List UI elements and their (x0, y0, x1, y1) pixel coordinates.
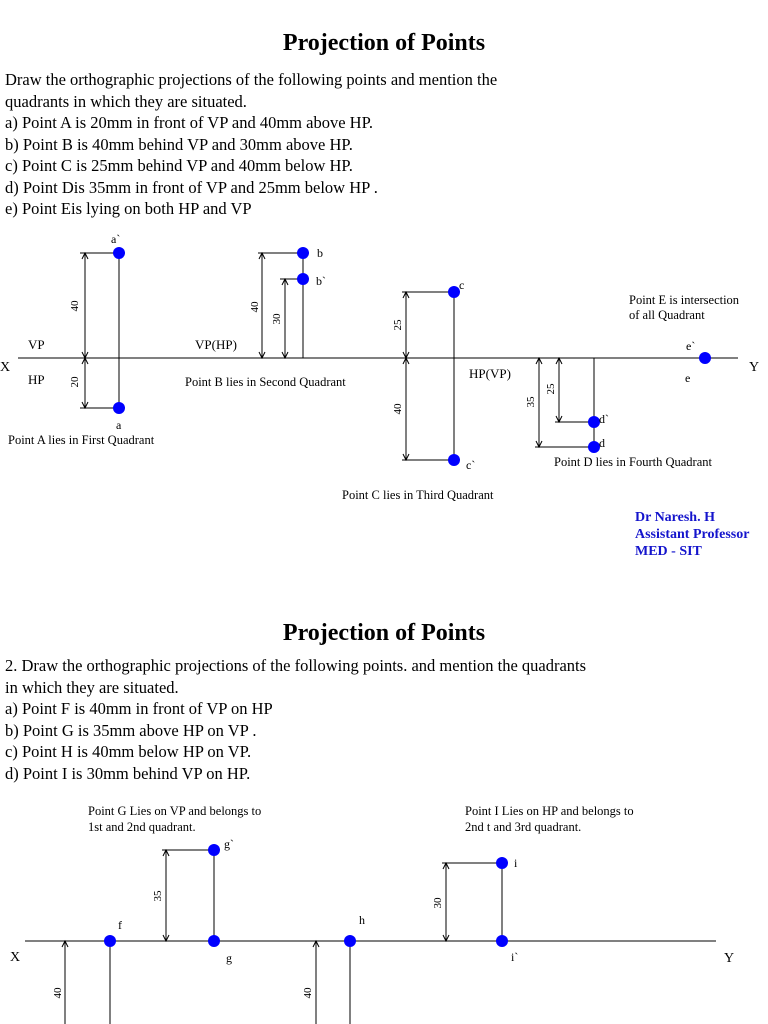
intro-line: 2. Draw the orthographic projections of … (5, 656, 587, 675)
caption-i-line2: 2nd t and 3rd quadrant. (465, 820, 581, 834)
caption-c: Point C lies in Third Quadrant (342, 488, 494, 502)
point-a-top-dot (113, 247, 125, 259)
point-d-top-dot (588, 416, 600, 428)
intro-line: quadrants in which they are situated. (5, 91, 247, 111)
dim-d-25: 25 (545, 383, 557, 395)
problem-2-text: 2. Draw the orthographic projections of … (5, 655, 586, 784)
point-g-top-label: g` (224, 837, 234, 851)
point-g-front-dot (208, 935, 220, 947)
point-b-front-dot (297, 247, 309, 259)
label-y: Y (749, 360, 759, 375)
point-f-label: f (118, 918, 122, 932)
point-b-top-dot (297, 273, 309, 285)
label-hp: HP (28, 372, 45, 387)
point-i-top-dot (496, 935, 508, 947)
point-h-dot (344, 935, 356, 947)
point-d-top-label: d` (599, 412, 609, 426)
point-a-group (80, 251, 120, 410)
point-e-dot (699, 352, 711, 364)
dim-h-40: 40 (302, 987, 314, 999)
diagram-2: X Y Point G Lies on VP and belongs to 1s… (10, 804, 734, 1024)
point-d-front-dot (588, 441, 600, 453)
point-b-top-label: b` (316, 274, 326, 288)
label-vp-hp: VP(HP) (195, 337, 237, 352)
point-b-front-label: b (317, 246, 323, 260)
diagram-1: X Y a` a 40 20 VP HP Point A lies in Fir… (0, 232, 759, 559)
caption-d: Point D lies in Fourth Quadrant (554, 455, 713, 469)
point-c-front-label: c` (466, 458, 475, 472)
point-i-front-dot (496, 857, 508, 869)
dim-b-40: 40 (249, 301, 261, 313)
label-vp: VP (28, 337, 45, 352)
point-a-front-label: a (116, 418, 122, 432)
label-x: X (10, 950, 20, 965)
label-x: X (0, 360, 10, 375)
point-i-front-label: i (514, 856, 518, 870)
point-c-front-dot (448, 454, 460, 466)
problem-item: b) Point B is 40mm behind VP and 30mm ab… (5, 134, 353, 154)
dim-f-40: 40 (52, 987, 64, 999)
page-title: Projection of Points (282, 30, 486, 56)
problem-item: b) Point G is 35mm above HP on VP . (5, 720, 257, 740)
point-i-top-label: i` (511, 950, 518, 964)
dim-c-40: 40 (392, 403, 404, 415)
caption-b: Point B lies in Second Quadrant (185, 375, 346, 389)
intro-line: in which they are situated. (5, 677, 179, 697)
dim-c-25: 25 (392, 319, 404, 331)
point-d-front-label: d (599, 436, 605, 450)
dim-b-30: 30 (271, 313, 283, 325)
problem-item: d) Point I is 30mm behind VP on HP. (5, 763, 251, 783)
point-g-front-label: g (226, 951, 232, 965)
point-e-top-label: e` (686, 339, 695, 353)
problem-item: c) Point C is 25mm behind VP and 40mm be… (5, 156, 353, 175)
point-e-front-label: e (685, 371, 690, 385)
problem-item: c) Point H is 40mm below HP on VP. (5, 742, 252, 761)
diagram-2-lines (61, 848, 503, 1024)
dim-a-20: 20 (69, 376, 81, 388)
point-a-front-dot (113, 402, 125, 414)
signature-name: Dr Naresh. H (635, 510, 715, 525)
caption-g-line2: 1st and 2nd quadrant. (88, 820, 196, 834)
problem-item: a) Point F is 40mm in front of VP on HP (5, 699, 273, 718)
point-h-label: h (359, 913, 365, 927)
point-f-dot (104, 935, 116, 947)
signature-dept: MED - SIT (635, 544, 703, 559)
section-2-title: Projection of Points (282, 620, 486, 646)
dim-a-40: 40 (69, 300, 81, 312)
problem-item: a) Point A is 20mm in front of VP and 40… (5, 113, 374, 132)
caption-i-line1: Point I Lies on HP and belongs to (465, 804, 634, 818)
point-a-top-label: a` (111, 232, 120, 246)
point-c-top-dot (448, 286, 460, 298)
label-hp-vp: HP(VP) (469, 366, 511, 381)
dim-d-35: 35 (525, 396, 537, 408)
problem-1-text: Draw the orthographic projections of the… (5, 69, 497, 220)
caption-e-line2: of all Quadrant (629, 308, 705, 322)
intro-line: Draw the orthographic projections of the… (5, 70, 498, 89)
caption-e-line1: Point E is intersection (629, 293, 740, 307)
label-y: Y (724, 951, 734, 966)
point-c-group (402, 290, 455, 462)
dim-g-35: 35 (152, 890, 164, 902)
problem-item: d) Point Dis 35mm in front of VP and 25m… (5, 177, 378, 197)
caption-a: Point A lies in First Quadrant (8, 433, 155, 447)
signature-title: Assistant Professor (635, 527, 749, 542)
problem-item: e) Point Eis lying on both HP and VP (5, 199, 252, 218)
caption-g-line1: Point G Lies on VP and belongs to (88, 804, 261, 818)
point-g-top-dot (208, 844, 220, 856)
point-d-group (535, 356, 595, 449)
point-b-group (258, 251, 304, 360)
point-c-top-label: c (459, 278, 464, 292)
dim-i-30: 30 (432, 897, 444, 909)
